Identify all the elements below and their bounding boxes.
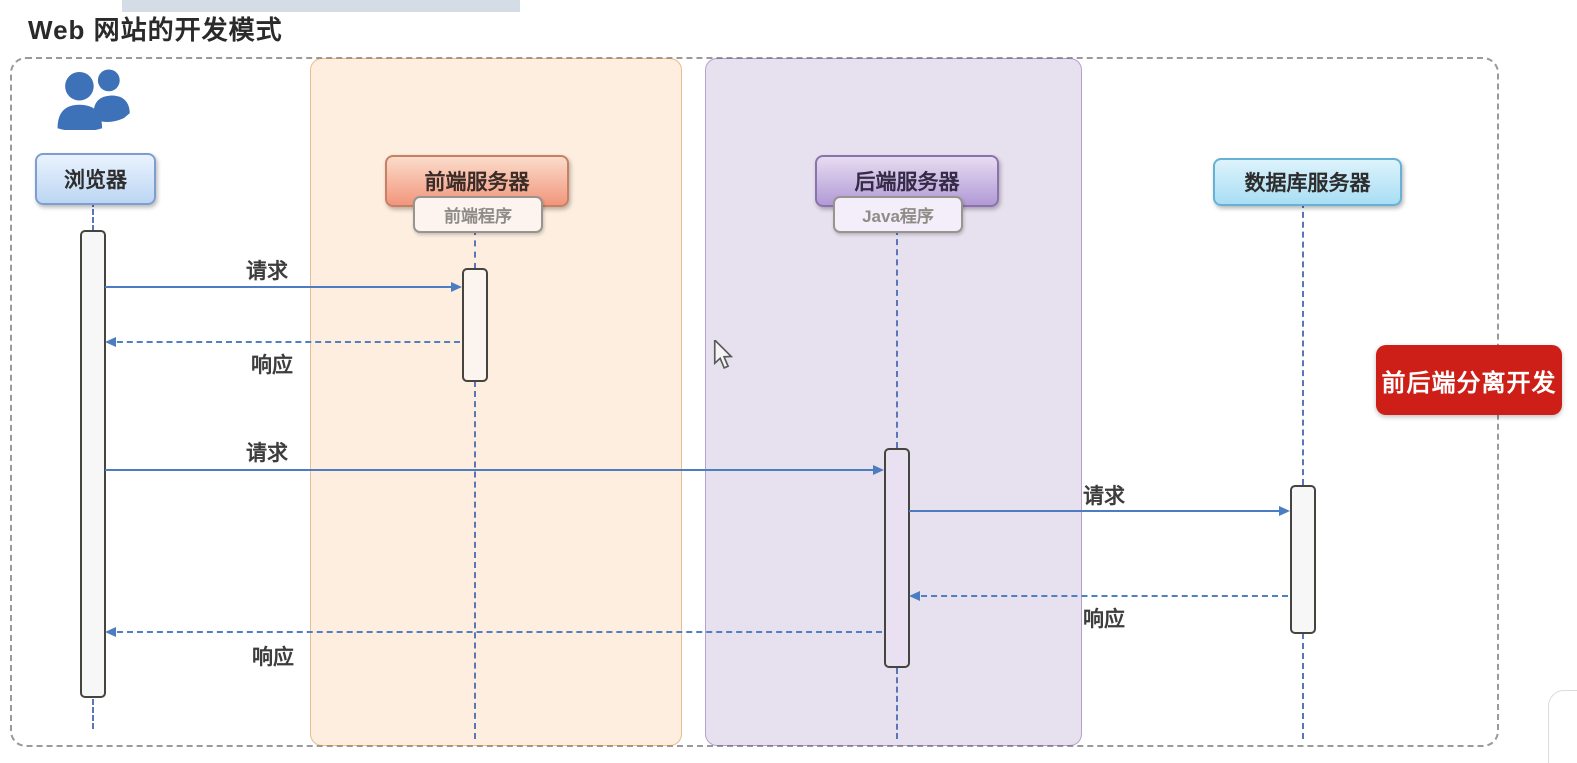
arrowhead-icon [105,626,116,637]
frontend-activation-bar [462,268,488,382]
request-arrow-browser-to-frontend [105,281,462,292]
response-arrow-backend-to-browser [105,626,882,637]
java-program-box: Java程序 [833,196,963,233]
database-lifeline [1302,202,1304,485]
backend-lifeline [896,229,898,448]
actor-browser: 浏览器 [35,153,156,205]
message-label: 请求 [1083,485,1125,508]
users-icon [57,69,130,130]
frontend-lifeline [474,381,476,739]
browser-activation-bar [80,230,106,698]
top-bar [122,0,520,12]
overlapping-card-corner [1548,690,1577,763]
message-label: 响应 [1083,608,1125,631]
arrowhead-icon [1279,505,1290,516]
mouse-cursor-icon [713,340,734,369]
request-arrow-browser-to-backend [105,464,884,475]
arrowhead-icon [105,336,116,347]
response-arrow-frontend-to-browser [105,336,460,347]
separated-development-badge: 前后端分离开发 [1376,345,1562,415]
browser-lifeline [92,699,94,729]
arrowhead-icon [873,464,884,475]
response-arrow-database-to-backend [909,590,1288,601]
backend-activation-bar [884,448,910,668]
database-lifeline [1302,633,1304,739]
request-arrow-backend-to-database [909,505,1290,516]
message-label: 请求 [246,442,288,465]
actor-database-server: 数据库服务器 [1213,158,1402,206]
message-label: 请求 [246,260,288,283]
database-activation-bar [1290,485,1316,634]
message-label: 响应 [251,354,293,377]
backend-lifeline [896,668,898,739]
browser-lifeline [92,201,94,231]
frontend-lifeline [474,229,476,269]
page-title: Web 网站的开发模式 [28,15,283,45]
frontend-program-box: 前端程序 [413,196,543,233]
arrowhead-icon [451,281,462,292]
arrowhead-icon [909,590,920,601]
message-label: 响应 [252,646,294,669]
